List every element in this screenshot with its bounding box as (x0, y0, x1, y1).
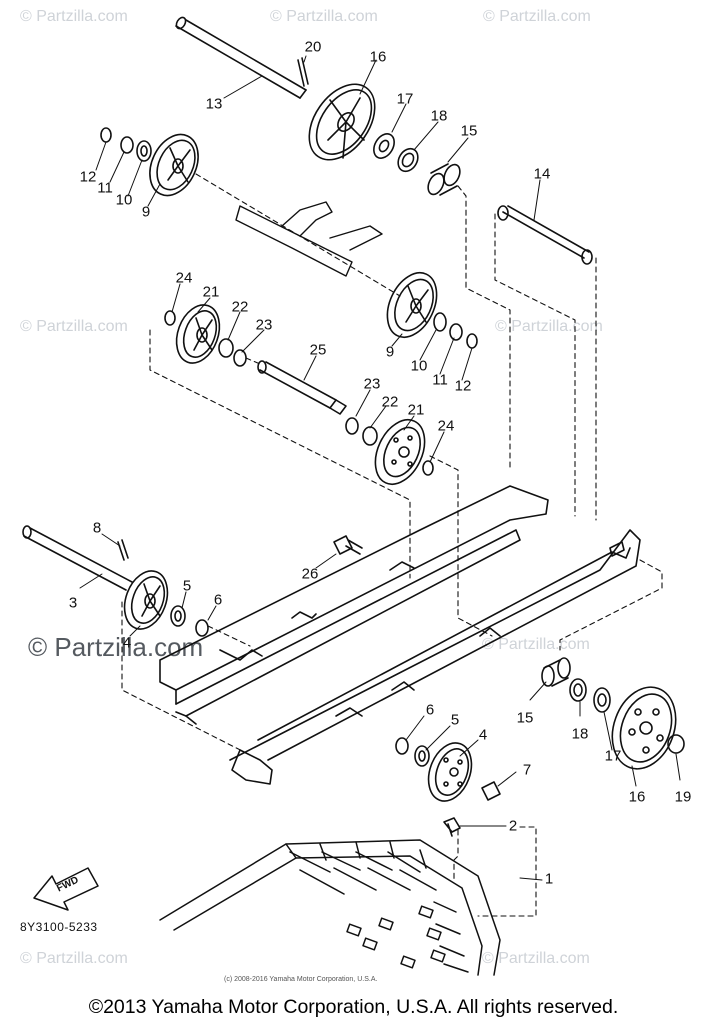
spacer-22-right (362, 426, 378, 446)
callout-22: 22 (231, 298, 249, 316)
shaft-3 (22, 525, 133, 591)
washer-11-middle (449, 323, 463, 341)
nut-12-upper (100, 127, 112, 143)
washer-23-left (233, 349, 247, 367)
ring-18-lower (569, 678, 587, 702)
callout-9: 9 (141, 203, 151, 221)
callout-24: 24 (437, 417, 455, 435)
callout-11: 11 (97, 179, 113, 197)
wheel-16-lower (611, 686, 677, 770)
callout-10: 10 (410, 357, 428, 375)
callout-14: 14 (533, 165, 551, 183)
nut-24-left (164, 310, 176, 326)
callout-6: 6 (425, 701, 435, 719)
callout-15: 15 (516, 709, 534, 727)
cap-19 (667, 734, 685, 754)
watermark: © Partzilla.com (20, 318, 128, 335)
callout-18: 18 (430, 107, 448, 125)
watermark: © Partzilla.com (482, 950, 590, 967)
watermark-large: © Partzilla.com (28, 632, 204, 662)
clip-2 (443, 817, 461, 837)
callout-21: 21 (407, 401, 425, 419)
wheel-16-upper (308, 83, 376, 161)
wheel-21-right (374, 419, 426, 485)
callout-15: 15 (460, 122, 478, 140)
pin-8 (117, 539, 129, 561)
callout-2: 2 (508, 817, 518, 835)
callout-4: 4 (122, 634, 132, 652)
callout-7: 7 (522, 761, 532, 779)
slide-rails (159, 485, 641, 785)
callout-1: 1 (544, 870, 554, 888)
callout-24: 24 (175, 269, 193, 287)
tiny-copyright: (c) 2008-2016 Yamaha Motor Corporation, … (224, 976, 378, 983)
callout-21: 21 (202, 283, 220, 301)
washer-11-upper (120, 136, 134, 154)
axle-25 (257, 360, 347, 415)
shaft-13 (175, 16, 307, 99)
callout-19: 19 (674, 788, 692, 806)
callout-12: 12 (454, 377, 472, 395)
callout-25: 25 (309, 341, 327, 359)
callout-6: 6 (213, 591, 223, 609)
fwd-arrow-icon (33, 867, 99, 911)
watermark: © Partzilla.com (20, 950, 128, 967)
callout-12: 12 (79, 168, 97, 186)
callout-4: 4 (478, 726, 488, 744)
spacer-22-left (218, 338, 234, 358)
bearing-17-lower (593, 687, 611, 713)
callout-20: 20 (304, 38, 322, 56)
callout-10: 10 (115, 191, 133, 209)
callout-5: 5 (450, 711, 460, 729)
nut-12-middle (466, 333, 478, 349)
bolt-26 (333, 535, 363, 555)
spacer-10-upper (136, 140, 152, 162)
callout-9: 9 (385, 343, 395, 361)
callout-13: 13 (205, 95, 223, 113)
washer-6-left (195, 619, 209, 637)
wheel-9-middle (386, 272, 438, 338)
callout-18: 18 (571, 725, 589, 743)
callout-17: 17 (604, 747, 622, 765)
callout-3: 3 (68, 594, 78, 612)
callout-16: 16 (628, 788, 646, 806)
spacer-10-middle (433, 312, 447, 332)
bearing-5-left (170, 605, 186, 627)
watermark: © Partzilla.com (482, 636, 590, 653)
callout-5: 5 (182, 577, 192, 595)
nut-24-right (422, 460, 434, 476)
watermark: © Partzilla.com (495, 318, 603, 335)
collar-15-upper (430, 163, 458, 196)
watermark: © Partzilla.com (20, 8, 128, 25)
callout-8: 8 (92, 519, 102, 537)
ring-18-upper (397, 147, 419, 173)
watermark: © Partzilla.com (483, 8, 591, 25)
callout-26: 26 (301, 565, 319, 583)
watermark: © Partzilla.com (270, 8, 378, 25)
wheel-4-left (123, 570, 169, 630)
shaft-14 (497, 205, 593, 265)
nut-7 (481, 781, 501, 801)
callout-17: 17 (396, 90, 414, 108)
callout-22: 22 (381, 393, 399, 411)
wheel-21-left (175, 304, 221, 364)
callout-23: 23 (363, 375, 381, 393)
footer-copyright: ©2013 Yamaha Motor Corporation, U.S.A. A… (88, 996, 619, 1018)
bearing-5-right (414, 745, 430, 767)
wheel-9-upper (149, 133, 199, 197)
washer-6-right (395, 737, 409, 755)
track-1 (159, 839, 501, 976)
callout-23: 23 (255, 316, 273, 334)
callout-11: 11 (432, 371, 448, 389)
callout-16: 16 (369, 48, 387, 66)
cross-member (235, 201, 383, 277)
pin-20 (297, 57, 309, 87)
wheel-4-right (427, 742, 473, 802)
collar-15-lower (541, 657, 571, 687)
diagram-part-code: 8Y3100-5233 (20, 920, 98, 934)
washer-23-right (345, 417, 359, 435)
bearing-17-upper (373, 133, 395, 159)
